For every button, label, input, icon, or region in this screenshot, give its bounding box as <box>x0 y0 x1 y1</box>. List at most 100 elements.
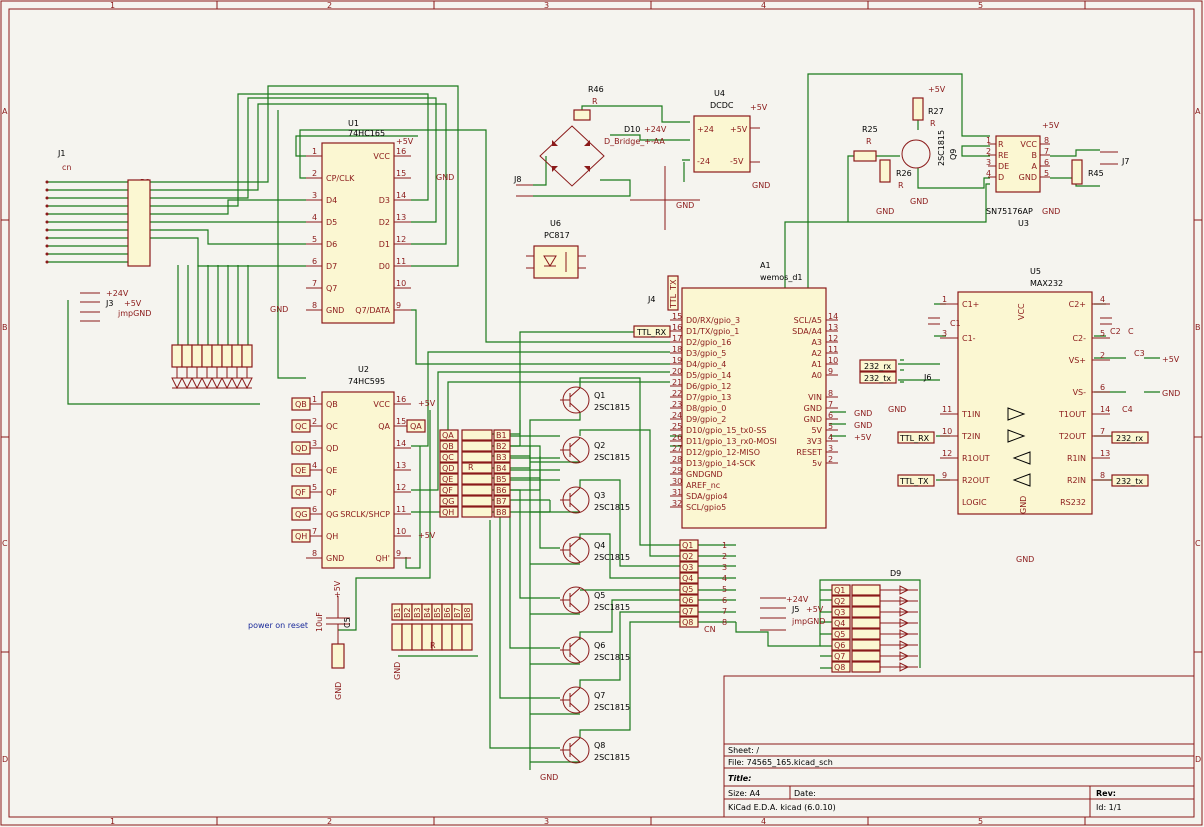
u1-pin-name: Q7/DATA <box>355 306 390 315</box>
u5-pin-name: R1IN <box>1067 454 1086 463</box>
r46-value: R <box>592 97 598 106</box>
power-labels: +5V GND GND +5V +5V GND GND +5V <box>270 137 872 540</box>
a1-pin-num: 11 <box>828 345 838 354</box>
reset-resistor <box>331 643 345 669</box>
c5-value: 10uF <box>315 612 324 632</box>
d9-tag <box>831 606 851 618</box>
u5-pin-name: C1- <box>962 334 976 343</box>
u2-mr-vcc: +5V <box>418 531 436 540</box>
led-diode <box>201 377 213 390</box>
d9-ref: D9 <box>890 569 901 578</box>
u3-pin-num: 4 <box>986 169 991 178</box>
u5-pin-num: 13 <box>1100 449 1110 458</box>
connector-j1: J1 cn R1R2R3R4R5R6R7R8 <box>45 149 151 267</box>
cn-tag <box>679 594 699 606</box>
ttl-rx-text: TTL_RX <box>636 328 667 337</box>
u2-pin-num: 5 <box>312 483 317 492</box>
u5-232rx-tag <box>1111 431 1149 444</box>
a1-value: wemos_d1 <box>760 273 803 282</box>
u5-pin-num: 10 <box>942 427 952 436</box>
u2-qa-tag <box>406 419 426 433</box>
j1-value: cn <box>62 163 71 172</box>
u5-ttl-tx-tag <box>897 474 935 487</box>
rs485-section: R25 R R26 R GND R27 R +5V 2SC1815 Q9 GND… <box>853 85 1129 228</box>
j5-pin2-label: +5V <box>806 605 824 614</box>
u2-qa-tag-text: QA <box>410 422 422 431</box>
j7-ref: J7 <box>1121 157 1129 166</box>
chip-u5: U5 MAX232 1C1+3C1-11T1IN10T2IN12R1OUT9R2… <box>897 267 1180 564</box>
a1-pin-name: AREF_nc <box>686 481 720 490</box>
a1-pin-num: 27 <box>672 444 682 453</box>
cn-pin-num: 4 <box>722 574 727 583</box>
a1-pin-name: 3V3 <box>806 437 822 446</box>
j1-pin <box>45 260 49 264</box>
u5-ttl-tx: TTL_TX <box>899 477 929 486</box>
led-diode <box>171 377 183 390</box>
a1-pin-num: 6 <box>828 411 833 420</box>
a1-pin-num: 18 <box>672 345 682 354</box>
u1-pin-num: 3 <box>312 191 317 200</box>
u5-pin-num: 5 <box>1100 329 1105 338</box>
u5-ttl-rx: TTL_RX <box>899 434 930 443</box>
u3-body <box>995 135 1041 193</box>
u5-driver <box>1007 429 1026 443</box>
d9-tag <box>831 628 851 640</box>
u3-pin-num: 8 <box>1044 136 1049 145</box>
a1-pin-name: GND <box>804 404 822 413</box>
u5-body <box>957 291 1093 515</box>
u1-pin-num: 16 <box>396 147 406 156</box>
u5-pin-name: C2+ <box>1069 300 1086 309</box>
b-array-text: B7 <box>453 607 462 618</box>
qa-bus-text: QG <box>442 497 455 506</box>
d9-resistor <box>851 606 881 618</box>
qa-bus-resistor <box>461 462 493 474</box>
u4-ref: U4 <box>714 89 725 98</box>
a1-pin-name: D0/RX/gpio_3 <box>686 316 740 325</box>
u1-pin-name: D0 <box>379 262 390 271</box>
u4-gnd: GND <box>752 181 770 190</box>
u1-pin-num: 4 <box>312 213 317 222</box>
transistor-value: 2SC1815 <box>594 603 630 612</box>
u2-pin-num: 16 <box>396 395 406 404</box>
u1-pin-num: 7 <box>312 279 317 288</box>
cn-tag <box>679 583 699 595</box>
a1-pin-name: D11/gpio_13_rx0-MOSI <box>686 437 777 446</box>
qa-bus-resistor <box>461 451 493 463</box>
b-array-resistor <box>461 623 473 651</box>
u1-pin-num: 1 <box>312 147 317 156</box>
a1-pin-num: 21 <box>672 378 682 387</box>
u5-gnd-pin: GND <box>1019 496 1028 514</box>
u5-pin-name: VS- <box>1073 388 1087 397</box>
j4-net: TTL_TX <box>669 279 678 309</box>
b-array-text: B6 <box>443 607 452 618</box>
b-bus-text: B7 <box>496 497 507 506</box>
power-on-reset-note: power on reset <box>248 621 308 630</box>
u2-vcc-label: +5V <box>418 399 436 408</box>
zone-row-right: A <box>1195 107 1201 116</box>
c5-ref: C5 <box>343 617 352 628</box>
cn-tag <box>679 572 699 584</box>
u5-pin-num: 7 <box>1100 427 1105 436</box>
b-array-label: R <box>430 641 436 650</box>
u2-net-tag <box>291 463 311 477</box>
b-bus-tag <box>493 429 511 441</box>
a1-pin-name: D5/gpio_14 <box>686 371 731 380</box>
u1-body <box>321 142 395 324</box>
a1-pin-name: SDA/gpio4 <box>686 492 728 501</box>
u5-pin-num: 12 <box>942 449 952 458</box>
u4-body <box>693 115 751 173</box>
d9-tag <box>831 584 851 596</box>
j4-ttl-tx-tag <box>667 275 679 311</box>
transistor-gnd: GND <box>540 773 558 782</box>
b-bus-tag <box>493 440 511 452</box>
a1-pin-num: 16 <box>672 323 682 332</box>
title-sheet: Sheet: / <box>728 746 759 755</box>
u3-value: SN75176AP <box>986 207 1033 216</box>
u1-pin-num: 15 <box>396 169 406 178</box>
q9-value: 2SC1815 <box>937 130 946 166</box>
cn-pin-num: 8 <box>722 618 727 627</box>
u2-pin-num: 4 <box>312 461 317 470</box>
u2-net-tag <box>291 441 311 455</box>
a1-pin-name: D1/TX/gpio_1 <box>686 327 739 336</box>
